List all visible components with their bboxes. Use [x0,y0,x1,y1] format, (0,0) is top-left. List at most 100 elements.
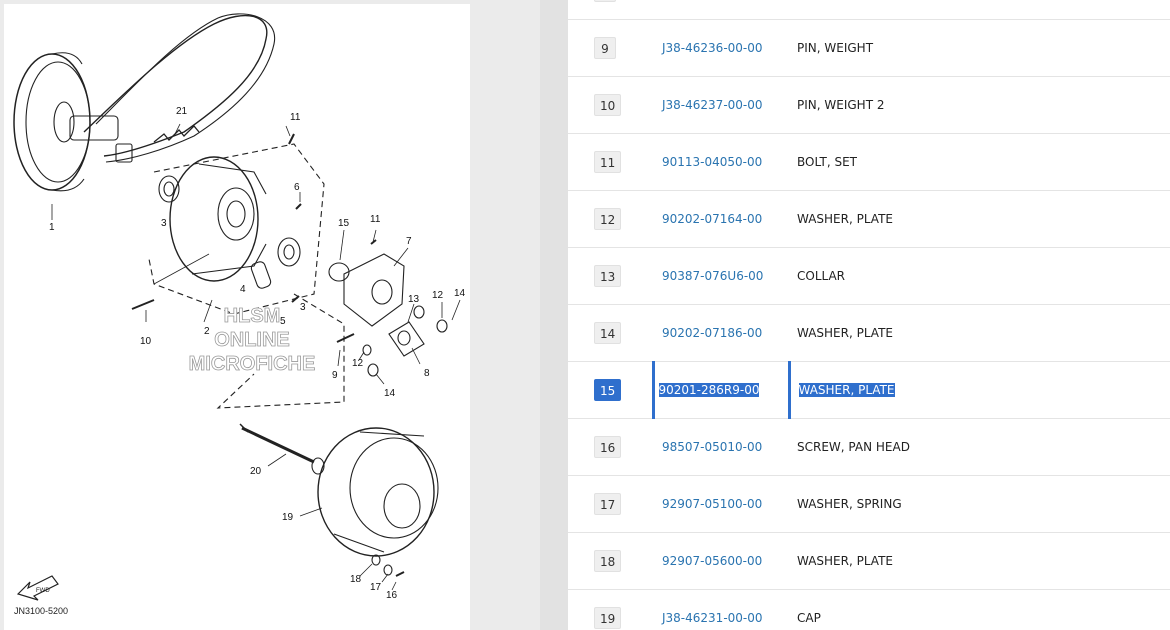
ref-number-badge: 11 [594,151,622,173]
description-cell: PIN, WEIGHT [789,19,1170,77]
panel-divider [540,0,568,630]
table-row[interactable]: 8 [568,0,1170,20]
table-row[interactable]: 12 90202-07164-00 WASHER, PLATE [568,190,1170,248]
table-row[interactable]: 18 92907-05600-00 WASHER, PLATE [568,532,1170,590]
part-description: PIN, WEIGHT 2 [797,98,885,112]
description-cell [789,0,1170,20]
callout-7: 7 [406,236,412,247]
exploded-parts-diagram: 1 21 3 4 2 10 11 6 5 3 15 11 7 13 12 14 … [13,13,466,616]
table-row[interactable]: 11 90113-04050-00 BOLT, SET [568,133,1170,191]
fwd-label: FWD [36,588,50,594]
part-description: WASHER, PLATE [798,383,895,397]
callout-18: 18 [350,574,362,585]
description-cell: SCREW, PAN HEAD [789,418,1170,476]
ref-number-badge: 19 [594,607,622,629]
ref-cell: 8 [568,0,653,20]
ref-cell: 17 [568,475,653,533]
description-cell: BOLT, SET [789,133,1170,191]
part-description: WASHER, PLATE [797,554,893,568]
callout-13: 13 [408,294,420,305]
part-number-link[interactable]: 90202-07164-00 [662,212,763,226]
part-number-cell: 90201-286R9-00 [651,361,791,419]
ref-number-badge: 18 [594,550,622,572]
watermark: HLSM ONLINE MICROFICHE [188,305,316,376]
part-number-link[interactable]: 90387-076U6-00 [662,269,764,283]
part-number-link[interactable]: J38-46237-00-00 [662,98,763,112]
callout-16: 16 [386,590,398,601]
table-row[interactable]: 19 J38-46231-00-00 CAP [568,589,1170,630]
small-hardware-drawing [131,133,379,377]
callout-15: 15 [338,218,350,229]
table-row[interactable]: 17 92907-05100-00 WASHER, SPRING [568,475,1170,533]
callout-10: 10 [140,336,152,347]
ref-number-badge: 9 [594,37,616,59]
callout-14a: 14 [454,288,466,299]
part-number-cell: 90202-07164-00 [653,190,789,248]
watermark-line-3: MICROFICHE [189,353,316,375]
callout-numbers: 1 21 3 4 2 10 11 6 5 3 15 11 7 13 12 14 … [49,106,466,601]
callout-leader-lines [51,123,461,591]
callout-21: 21 [176,106,188,117]
callout-19: 19 [282,512,294,523]
callout-14b: 14 [384,388,396,399]
part-number-link[interactable]: J38-46236-00-00 [662,41,763,55]
parts-table: 8 9 J38-46236-00-00 PIN, WEIGHT 10 J38-46237-… [568,0,1170,630]
ref-cell: 12 [568,190,653,248]
part-description: WASHER, PLATE [797,326,893,340]
watermark-line-1: HLSM [224,305,281,327]
description-cell: CAP [789,589,1170,630]
part-description: WASHER, SPRING [797,497,902,511]
callout-20: 20 [250,466,262,477]
callout-4: 4 [240,284,246,295]
callout-17: 17 [370,582,382,593]
part-number-cell: 90113-04050-00 [653,133,789,191]
part-number-link[interactable]: 98507-05010-00 [662,440,763,454]
table-row[interactable]: 15 90201-286R9-00 WASHER, PLATE [568,361,1170,419]
parts-diagram-panel: 1 21 3 4 2 10 11 6 5 3 15 11 7 13 12 14 … [4,4,470,630]
part-number-cell: 92907-05100-00 [653,475,789,533]
callout-2: 2 [204,326,210,337]
description-cell: WASHER, PLATE [789,190,1170,248]
description-cell: WASHER, PLATE [789,532,1170,590]
part-number-link[interactable]: 90113-04050-00 [662,155,763,169]
ref-cell: 9 [568,19,653,77]
ref-cell: 13 [568,247,653,305]
part-number-cell: 90202-07186-00 [653,304,789,362]
parts-list-panel: 8 9 J38-46236-00-00 PIN, WEIGHT 10 J38-46237-… [568,0,1170,630]
description-cell: WASHER, PLATE [789,304,1170,362]
ref-cell: 10 [568,76,653,134]
part-number-link[interactable]: 90201-286R9-00 [658,383,760,397]
description-cell: WASHER, SPRING [789,475,1170,533]
ref-cell: 11 [568,133,653,191]
callout-11a: 11 [290,112,301,123]
part-number-link[interactable]: J38-46231-00-00 [662,611,763,625]
part-number-link[interactable]: 90202-07186-00 [662,326,763,340]
callout-3b: 3 [300,302,306,313]
ref-number-badge: 8 [594,0,616,2]
table-row[interactable]: 10 J38-46237-00-00 PIN, WEIGHT 2 [568,76,1170,134]
fwd-arrow-icon: FWD [16,575,59,601]
table-row[interactable]: 14 90202-07186-00 WASHER, PLATE [568,304,1170,362]
description-cell: COLLAR [789,247,1170,305]
table-row[interactable]: 13 90387-076U6-00 COLLAR [568,247,1170,305]
part-number-cell: J38-46237-00-00 [653,76,789,134]
ref-number-badge: 13 [594,265,622,287]
ref-cell: 14 [568,304,653,362]
ref-number-badge: 12 [594,208,622,230]
cap-and-bolt-drawing [239,423,439,577]
part-description: SCREW, PAN HEAD [797,440,910,454]
watermark-line-2: ONLINE [214,329,290,351]
primary-sheave-drawing [13,52,133,192]
part-number-link[interactable]: 92907-05600-00 [662,554,763,568]
ref-number-badge: 15 [594,379,622,401]
part-description: WASHER, PLATE [797,212,893,226]
table-row[interactable]: 9 J38-46236-00-00 PIN, WEIGHT [568,19,1170,77]
callout-3a: 3 [161,218,167,229]
secondary-sheave-drawing [158,156,301,289]
callout-12b: 12 [352,358,364,369]
ref-number-badge: 10 [594,94,622,116]
part-number-link[interactable]: 92907-05100-00 [662,497,763,511]
ref-cell: 18 [568,532,653,590]
